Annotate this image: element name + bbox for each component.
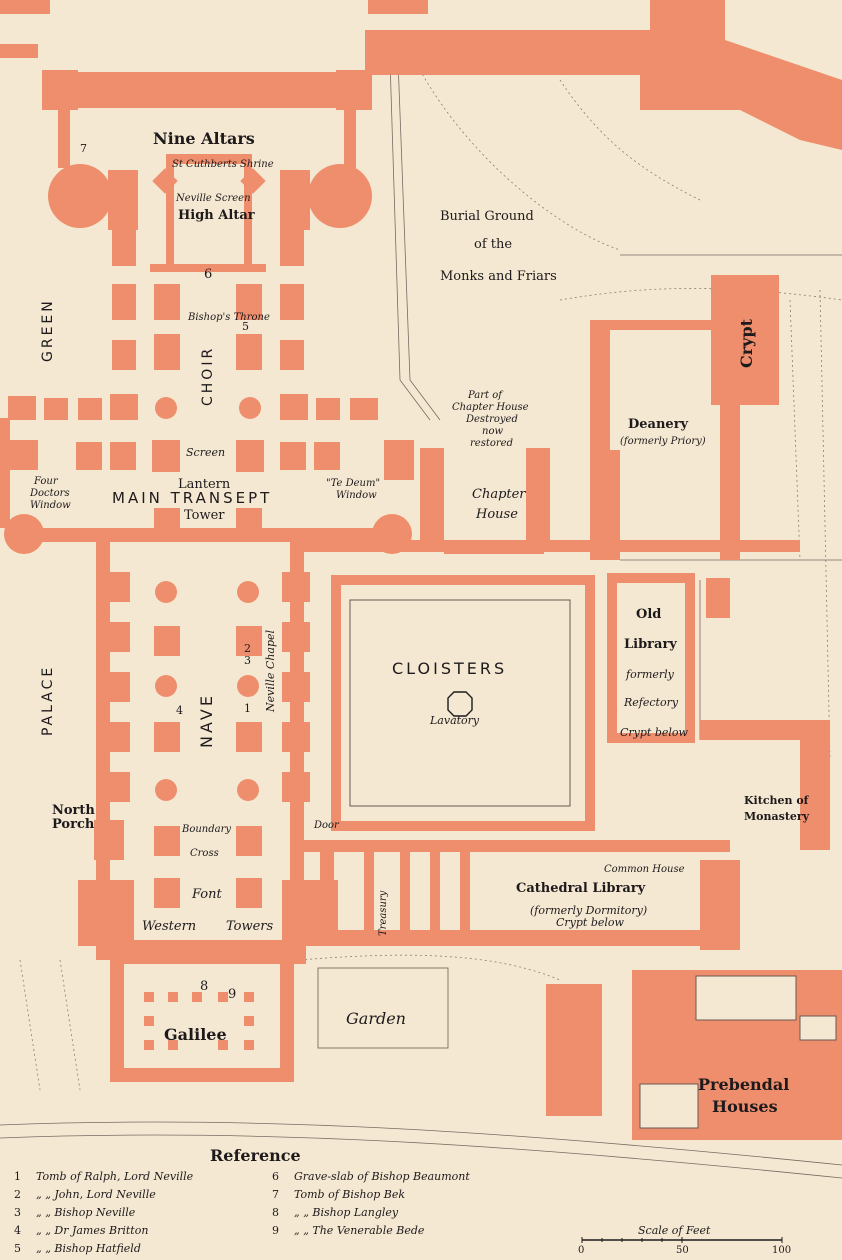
label-main-transept: MAIN TRANSEPT xyxy=(112,489,272,507)
label-cross: Cross xyxy=(190,848,219,859)
label-num9: 9 xyxy=(228,987,236,1002)
label-common-house: Common House xyxy=(604,864,685,875)
scale-bar: Scale of Feet 0 50 100 xyxy=(576,1222,796,1256)
label-chapter-house-small: Chapter House xyxy=(452,402,529,413)
label-chapter: Chapter xyxy=(472,487,526,502)
label-part-of: Part of xyxy=(467,390,504,401)
label-num1: 1 xyxy=(244,702,251,715)
label-of-the: of the xyxy=(474,237,512,252)
reference-item: 2„ „ John, Lord Neville xyxy=(14,1188,156,1201)
label-formerly-priory: (formerly Priory) xyxy=(620,436,706,447)
label-monastery: Monastery xyxy=(744,810,810,823)
label-four: Four xyxy=(33,476,59,487)
lavatory-octagon xyxy=(447,691,473,717)
label-library: Library xyxy=(624,637,677,652)
label-crypt-below-lib: Crypt below xyxy=(556,916,625,929)
label-num6: 6 xyxy=(204,267,212,282)
south-buildings xyxy=(317,967,842,1140)
reference-item: 3„ „ Bishop Neville xyxy=(14,1206,136,1219)
label-cathedral-library: Cathedral Library xyxy=(516,881,646,896)
label-old: Old xyxy=(636,607,661,622)
label-north: North xyxy=(52,803,95,818)
east-range-walls xyxy=(420,275,830,950)
label-galilee: Galilee xyxy=(164,1025,227,1044)
label-crypt: Crypt xyxy=(737,318,756,368)
label-towers: Towers xyxy=(226,919,274,934)
label-monks-friars: Monks and Friars xyxy=(440,269,557,284)
label-boundary: Boundary xyxy=(181,824,231,835)
label-window-left: Window xyxy=(30,500,71,511)
label-doctors: Doctors xyxy=(29,488,70,499)
label-high-altar: High Altar xyxy=(178,208,255,223)
label-nine-altars: Nine Altars xyxy=(153,129,255,148)
label-lavatory: Lavatory xyxy=(429,714,480,727)
label-bishops-throne: Bishop's Throne xyxy=(187,312,270,323)
label-green: GREEN xyxy=(40,298,56,362)
label-num8: 8 xyxy=(200,979,208,994)
label-num7: 7 xyxy=(80,142,87,155)
choir-piers xyxy=(112,230,304,419)
label-now: now xyxy=(482,426,503,437)
label-cloisters: CLOISTERS xyxy=(392,659,507,678)
label-font: Font xyxy=(191,887,223,902)
label-neville-screen: Neville Screen xyxy=(175,193,251,204)
label-door: Door xyxy=(313,820,340,831)
top-buildings xyxy=(0,0,842,150)
galilee-walls xyxy=(110,960,294,1082)
reference-title: Reference xyxy=(210,1146,301,1165)
label-kitchen-of: Kitchen of xyxy=(744,794,810,807)
scale-title: Scale of Feet xyxy=(638,1224,711,1237)
scale-tick-100: 100 xyxy=(772,1245,791,1256)
nine-altars-walls xyxy=(42,70,372,272)
label-destroyed: Destroyed xyxy=(465,414,518,425)
label-prebendal: Prebendal xyxy=(698,1075,789,1094)
label-western: Western xyxy=(142,919,196,934)
cloisters-walls xyxy=(296,540,730,946)
label-choir: CHOIR xyxy=(200,346,216,406)
label-num4: 4 xyxy=(176,704,183,717)
scale-tick-0: 0 xyxy=(578,1245,584,1256)
label-crypt-below-old: Crypt below xyxy=(620,726,689,739)
label-palace: PALACE xyxy=(40,665,56,736)
label-tower: Tower xyxy=(184,508,225,523)
label-formerly: formerly xyxy=(625,668,675,681)
reference-item: 8„ „ Bishop Langley xyxy=(272,1206,399,1219)
label-garden: Garden xyxy=(346,1009,406,1028)
label-nave: NAVE xyxy=(197,693,216,748)
label-formerly-dormitory: (formerly Dormitory) xyxy=(530,904,647,917)
label-screen: Screen xyxy=(186,446,225,459)
label-num3: 3 xyxy=(244,654,251,667)
main-transept-walls xyxy=(0,394,414,554)
reference-item: 9„ „ The Venerable Bede xyxy=(272,1224,425,1237)
label-window-right: Window xyxy=(336,490,377,501)
map-labels: Nine Altars St Cuthberts Shrine Neville … xyxy=(29,129,810,1116)
label-refectory: Refectory xyxy=(623,696,679,709)
label-restored: restored xyxy=(470,438,513,449)
label-te-deum: "Te Deum" xyxy=(326,478,380,489)
background-lines xyxy=(0,59,842,1179)
label-num5: 5 xyxy=(242,320,249,333)
label-neville-chapel: Neville Chapel xyxy=(264,629,277,713)
label-deanery: Deanery xyxy=(628,417,689,432)
reference-item: 4„ „ Dr James Britton xyxy=(14,1224,149,1237)
label-lantern: Lantern xyxy=(178,477,231,492)
label-st-cuthberts-shrine: St Cuthberts Shrine xyxy=(172,159,274,170)
label-porch: Porch xyxy=(52,817,95,832)
label-house: House xyxy=(475,507,518,522)
reference-item: 5„ „ Bishop Hatfield xyxy=(14,1242,141,1255)
label-num2: 2 xyxy=(244,642,251,655)
scale-tick-50: 50 xyxy=(676,1245,689,1256)
label-treasury: Treasury xyxy=(378,890,389,936)
label-houses: Houses xyxy=(712,1097,778,1116)
label-burial-ground: Burial Ground xyxy=(440,209,534,224)
